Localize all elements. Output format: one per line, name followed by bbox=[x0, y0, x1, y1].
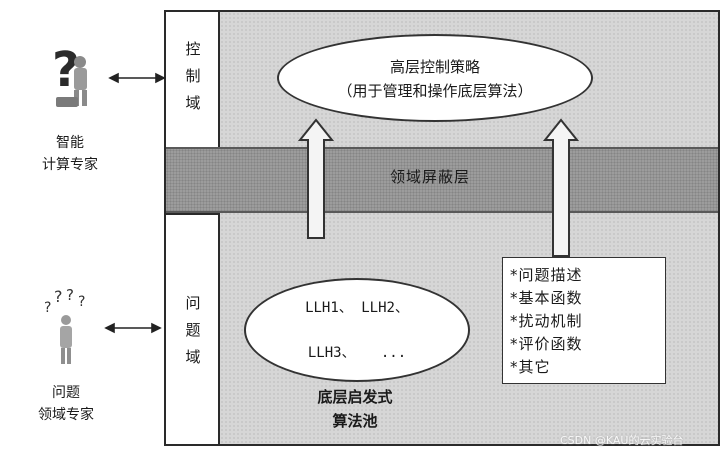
heuristic-pool-caption-line1: 底层启发式 bbox=[317, 388, 393, 406]
control-domain-label: 控 制 域 bbox=[185, 40, 201, 112]
problem-info-box bbox=[502, 257, 666, 384]
heuristic-pool-caption-line2: 算法池 bbox=[332, 412, 378, 430]
svg-text:?: ? bbox=[78, 294, 85, 310]
shield-layer-band bbox=[166, 147, 718, 213]
up-arrow-left bbox=[297, 118, 335, 239]
problem-domain-label: 问 题 域 bbox=[185, 294, 201, 366]
heuristic-pool-line1: LLH1、 LLH2、 bbox=[305, 300, 409, 316]
up-arrow-right bbox=[542, 118, 580, 257]
question-figure-icon: ? bbox=[52, 42, 87, 107]
high-level-strategy-subtitle: （用于管理和操作底层算法） bbox=[337, 82, 533, 100]
domain-label-column bbox=[166, 12, 220, 444]
svg-text:?: ? bbox=[66, 286, 74, 304]
domain-divider bbox=[166, 213, 220, 215]
heuristic-pool-line2: LLH3、 ... bbox=[307, 345, 407, 361]
high-level-strategy-ellipse bbox=[277, 34, 593, 122]
problem-info-item: *问题描述 bbox=[510, 266, 583, 284]
problem-info-item: *基本函数 bbox=[510, 289, 583, 307]
problem-info-item: *其它 bbox=[510, 358, 551, 376]
double-arrow-top bbox=[108, 72, 166, 84]
high-level-strategy-title: 高层控制策略 bbox=[389, 58, 480, 76]
problem-info-item: *评价函数 bbox=[510, 335, 583, 353]
svg-text:?: ? bbox=[54, 287, 63, 306]
thinking-figure-icon: ? ? ? ? bbox=[44, 286, 85, 364]
double-arrow-bottom bbox=[104, 322, 162, 334]
domain-expert-label: 问题 领域专家 bbox=[38, 385, 94, 423]
svg-text:?: ? bbox=[44, 300, 51, 316]
problem-info-item: *扰动机制 bbox=[510, 312, 583, 330]
shield-layer-label: 领域屏蔽层 bbox=[389, 168, 470, 186]
heuristic-pool-ellipse bbox=[244, 278, 470, 382]
intelligent-expert-label: 智能 计算专家 bbox=[42, 135, 98, 173]
watermark: CSDN @KAU的云实验台 bbox=[560, 434, 684, 447]
